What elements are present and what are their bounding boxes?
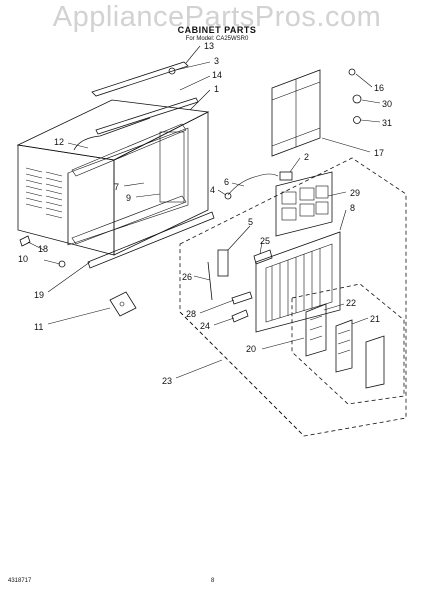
pad-icon (231, 309, 249, 323)
callout-31: 31 (382, 118, 392, 128)
bottom-rail (87, 211, 215, 269)
callout-24: 24 (200, 321, 210, 331)
knob-panel (217, 249, 229, 277)
callout-18: 18 (38, 244, 48, 254)
leader-lines (27, 45, 381, 379)
callout-12: 12 (54, 137, 64, 147)
front-grille (255, 231, 341, 333)
callout-3: 3 (214, 56, 219, 66)
page-number: 8 (211, 578, 215, 584)
callout-25: 25 (260, 236, 270, 246)
side-strip (207, 261, 213, 301)
callout-10: 10 (18, 254, 28, 264)
callout-1: 1 (214, 84, 219, 94)
callout-23: 23 (162, 376, 172, 386)
callout-20: 20 (246, 344, 256, 354)
mounting-bracket (109, 291, 137, 317)
top-seal (95, 97, 199, 135)
control-bracket (305, 303, 327, 357)
callout-6: 6 (224, 177, 229, 187)
foot-icon (19, 235, 31, 247)
callout-13: 13 (204, 41, 214, 51)
model-line: For Model: CA25WSR0 (185, 36, 249, 42)
callout-21: 21 (370, 314, 380, 324)
callout-14: 14 (212, 70, 222, 80)
document-code: 4318717 (8, 578, 32, 584)
callout-7: 7 (114, 182, 119, 192)
badge-icon (253, 249, 273, 265)
nut-icon (353, 116, 361, 124)
bracket-icon (352, 94, 362, 104)
callout-labels: 13 3 14 1 12 7 9 4 6 2 16 30 31 17 29 8 … (18, 41, 392, 386)
callout-16: 16 (374, 83, 384, 93)
callout-4: 4 (210, 185, 215, 195)
callout-9: 9 (126, 193, 131, 203)
front-assembly-outline (179, 157, 407, 437)
callout-26: 26 (182, 272, 192, 282)
callout-30: 30 (382, 99, 392, 109)
cabinet-shell (16, 99, 210, 256)
page-title: CABINET PARTS (177, 25, 257, 35)
plug-icon (279, 171, 293, 181)
callout-28: 28 (186, 309, 196, 319)
wire-harness (224, 173, 279, 200)
side-curtain (73, 117, 151, 151)
screw-icon (168, 67, 176, 75)
callout-11: 11 (34, 322, 43, 332)
control-knobs (335, 319, 353, 373)
callout-5: 5 (248, 217, 253, 227)
window-panel (271, 69, 321, 157)
callout-19: 19 (34, 290, 44, 300)
callout-22: 22 (346, 298, 356, 308)
pad-icon (231, 291, 253, 305)
screw-icon (348, 68, 356, 76)
cabinet-louvers (25, 167, 63, 219)
callout-2: 2 (304, 152, 309, 162)
control-cover (365, 335, 385, 389)
callout-8: 8 (350, 203, 355, 213)
watermark-text: AppliancePartsPros.com (52, 1, 382, 33)
top-rail (91, 61, 189, 97)
callout-17: 17 (374, 148, 384, 158)
air-filter (275, 171, 333, 237)
callout-29: 29 (350, 188, 360, 198)
